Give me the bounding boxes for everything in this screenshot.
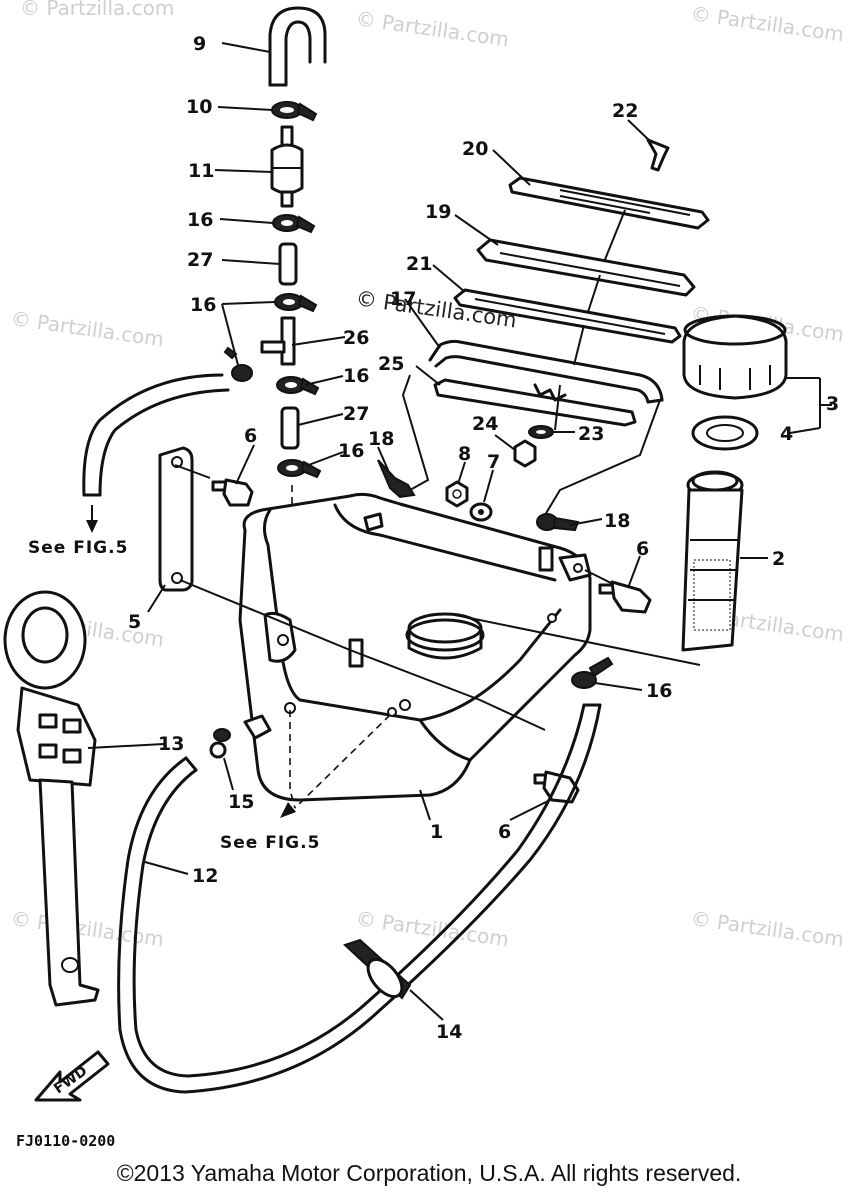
part-6-bolt-left <box>211 478 254 507</box>
exploded-parts-diagram: © Partzilla.com © Partzilla.com © Partzi… <box>3 0 845 1150</box>
callout-14: 14 <box>436 1021 462 1043</box>
callout-6: 6 <box>498 821 511 843</box>
callout-leaders <box>87 42 832 1021</box>
callout-1: 1 <box>430 821 443 843</box>
watermark: © Partzilla.com <box>354 6 510 51</box>
part-1-oil-tank <box>238 492 592 802</box>
callout-3: 3 <box>826 393 839 415</box>
callout-19: 19 <box>425 201 451 223</box>
part-10-clip <box>271 101 318 122</box>
callout-16: 16 <box>343 365 369 387</box>
watermark: © Partzilla.com <box>20 0 174 20</box>
callout-7: 7 <box>487 451 500 473</box>
callout-18: 18 <box>368 428 394 450</box>
part-14-tie-band <box>343 938 412 1000</box>
see-fig-reference: See FIG.5 <box>28 538 128 558</box>
callout-labels: 9 10 11 16 27 16 26 16 27 16 6 18 8 7 24… <box>128 33 839 1043</box>
assembly-line <box>454 614 701 666</box>
part-16-clip-right <box>571 656 614 689</box>
callout-26: 26 <box>343 327 369 349</box>
callout-21: 21 <box>406 253 432 275</box>
part-20-plate <box>508 176 710 230</box>
callout-18: 18 <box>604 510 630 532</box>
part-3-cap <box>682 314 788 400</box>
part-13-holder <box>3 590 100 1007</box>
part-16-clip-left <box>223 346 253 382</box>
watermark: © Partzilla.com <box>354 906 510 951</box>
part-11-filter <box>270 125 304 208</box>
callout-6: 6 <box>244 425 257 447</box>
callout-13: 13 <box>158 733 184 755</box>
watermark: © Partzilla.com <box>689 906 845 951</box>
fwd-arrow: FWD <box>34 1050 110 1102</box>
callout-16: 16 <box>187 209 213 231</box>
callout-8: 8 <box>458 443 471 465</box>
part-26-t-joint <box>260 316 296 366</box>
callout-5: 5 <box>128 611 141 633</box>
callout-27: 27 <box>343 403 369 425</box>
part-7-washer <box>469 502 493 522</box>
part-6-bolt-right <box>598 580 652 614</box>
callout-20: 20 <box>462 138 488 160</box>
assembly-line <box>289 710 296 809</box>
assembly-line <box>544 399 661 516</box>
drawing-code: FJ0110-0200 <box>16 1132 115 1150</box>
part-2-strainer <box>681 470 744 652</box>
part-18-clip-right <box>536 513 580 532</box>
assembly-line <box>554 384 561 431</box>
callout-16: 16 <box>338 440 364 462</box>
callout-9: 9 <box>193 33 206 55</box>
part-18-clip-center <box>377 459 416 499</box>
assembly-line <box>174 464 211 479</box>
vent-hose-left <box>82 373 230 533</box>
callout-16: 16 <box>646 680 672 702</box>
callout-10: 10 <box>186 96 212 118</box>
assembly-line <box>179 579 546 731</box>
see-fig-reference: See FIG.5 <box>220 833 320 853</box>
part-19-plate <box>476 238 696 297</box>
part-27-hose-lower <box>280 406 300 450</box>
callout-22: 22 <box>612 100 638 122</box>
callout-23: 23 <box>578 423 604 445</box>
copyright-notice: ©2013 Yamaha Motor Corporation, U.S.A. A… <box>116 1160 742 1186</box>
part-9-hose <box>268 6 327 87</box>
part-16-clip-mid <box>274 293 318 313</box>
watermark: © Partzilla.com <box>689 1 845 46</box>
callout-25: 25 <box>378 353 404 375</box>
part-27-hose-upper <box>278 242 298 286</box>
callout-16: 16 <box>190 294 216 316</box>
callout-2: 2 <box>772 548 785 570</box>
part-25-sender <box>433 378 637 427</box>
callout-15: 15 <box>228 791 254 813</box>
callout-11: 11 <box>188 160 214 182</box>
part-5-bracket <box>158 446 194 592</box>
watermark: © Partzilla.com <box>9 306 165 351</box>
assembly-line <box>294 714 391 809</box>
part-23-washer <box>528 425 554 439</box>
part-15-screw <box>209 714 272 759</box>
part-16-clip-upper <box>272 214 316 234</box>
callout-24: 24 <box>472 413 498 435</box>
assembly-line <box>573 324 585 366</box>
part-12-hose <box>117 703 602 1094</box>
part-8-nut <box>445 480 469 508</box>
part-4-gasket <box>691 415 759 451</box>
part-21-gasket <box>453 288 682 344</box>
assembly-line <box>587 274 601 313</box>
assembly-line <box>603 209 626 263</box>
callout-27: 27 <box>187 249 213 271</box>
callout-6: 6 <box>636 538 649 560</box>
part-24-nut <box>513 439 537 468</box>
callout-17: 17 <box>390 288 416 310</box>
callout-12: 12 <box>192 865 218 887</box>
part-22-screw <box>646 138 670 172</box>
watermark: © Partzilla.com <box>9 906 165 951</box>
part-16-clip-lower <box>276 376 320 396</box>
callout-4: 4 <box>780 423 793 445</box>
